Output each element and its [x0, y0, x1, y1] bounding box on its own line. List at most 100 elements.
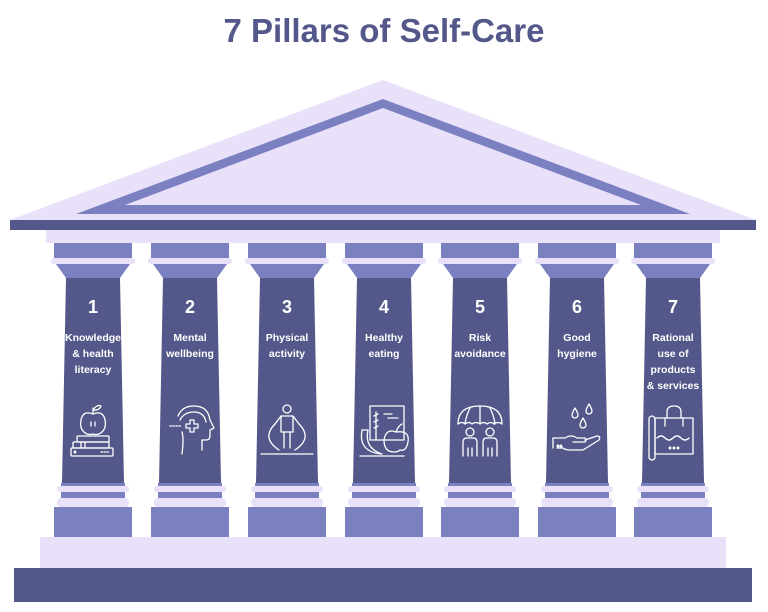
pillar-number: 4 [378, 297, 389, 317]
base-block [345, 507, 423, 537]
pillar-label: Physical activity [252, 330, 322, 362]
pillar-5 [438, 243, 522, 537]
capital-taper [250, 264, 324, 278]
base-band-mid [641, 492, 705, 498]
capital-taper [153, 264, 227, 278]
base-band-top [448, 483, 512, 486]
plinth [40, 537, 726, 568]
base-ring-upper [154, 486, 226, 492]
base-band-mid [448, 492, 512, 498]
pillar-label-line: wellbeing [166, 348, 214, 360]
pillar-shaft [256, 278, 318, 483]
base-band-top [352, 483, 416, 486]
base-ring-lower [444, 498, 516, 507]
base-block [248, 507, 326, 537]
capital-taper [443, 264, 517, 278]
shopping-bag-icon [643, 400, 703, 462]
pillar-label-line: hygiene [557, 348, 597, 360]
apple-books-icon [63, 400, 123, 462]
pillar-label: Good hygiene [542, 330, 612, 362]
base-ring-upper [57, 486, 129, 492]
pillar-label-line: Rational [652, 332, 694, 344]
pillar-label-line: literacy [74, 364, 112, 376]
capital-taper [347, 264, 421, 278]
pillar-shaft [449, 278, 511, 483]
pillar-1 [51, 243, 135, 537]
base-ring-lower [154, 498, 226, 507]
base-band-mid [61, 492, 125, 498]
architrave [46, 230, 720, 243]
base-block [441, 507, 519, 537]
pillar-shaft [642, 278, 704, 483]
umbrella-people-icon [450, 400, 510, 462]
capital-ring [535, 258, 619, 264]
pillar-label-line: avoidance [454, 348, 506, 360]
pillar-label-line: Good [563, 332, 591, 344]
capital-taper [540, 264, 614, 278]
pillar-2 [148, 243, 232, 537]
pillar-label-line: eating [368, 348, 400, 360]
pillar-number: 5 [474, 297, 485, 317]
pillar-number: 1 [87, 297, 98, 317]
base-band-mid [255, 492, 319, 498]
pillar-shaft [62, 278, 124, 483]
base-band-top [61, 483, 125, 486]
pillar-label-line: Mental [173, 332, 207, 344]
capital-ring [148, 258, 232, 264]
base-band-mid [158, 492, 222, 498]
pillar-label: Healthy eating [349, 330, 419, 362]
base-ring-lower [57, 498, 129, 507]
capital-ring [631, 258, 715, 264]
base-ring-upper [637, 486, 709, 492]
capital-ring [342, 258, 426, 264]
pillar-number: 6 [571, 297, 582, 317]
capital-taper [56, 264, 130, 278]
pillar-number: 3 [281, 297, 292, 317]
pillar-shaft [546, 278, 608, 483]
pillar-label: Knowledge & health literacy [58, 330, 128, 378]
pillar-4 [342, 243, 426, 537]
base-ring-upper [541, 486, 613, 492]
capital-block [634, 243, 712, 258]
pillar-label-line: Knowledge [64, 332, 121, 344]
capital-taper [636, 264, 710, 278]
pillar-label-line: activity [268, 348, 306, 360]
pillar-label-line: & services [646, 380, 700, 392]
base-band-mid [545, 492, 609, 498]
capital-block [151, 243, 229, 258]
pillar-label-line: Healthy [365, 332, 403, 344]
base-band-mid [352, 492, 416, 498]
capital-block [538, 243, 616, 258]
capital-ring [245, 258, 329, 264]
pillar-label-line: Physical [265, 332, 309, 344]
capital-block [441, 243, 519, 258]
pillar-6 [535, 243, 619, 537]
capital-block [345, 243, 423, 258]
base-ring-upper [251, 486, 323, 492]
base-block [634, 507, 712, 537]
pillar-3 [245, 243, 329, 537]
pillar-label-line: & health [72, 348, 114, 360]
page-title: 7 Pillars of Self-Care [223, 12, 545, 49]
capital-block [54, 243, 132, 258]
hand-water-drops-icon [547, 400, 607, 462]
fruit-grain-icon [354, 400, 414, 462]
pillar-label-line: products [650, 364, 696, 376]
base-block [54, 507, 132, 537]
base-band-top [545, 483, 609, 486]
pillar-number: 7 [667, 297, 678, 317]
pillar-label: Mental wellbeing [155, 330, 225, 362]
base-ring-upper [348, 486, 420, 492]
base-block [538, 507, 616, 537]
pillar-shaft [159, 278, 221, 483]
capital-block [248, 243, 326, 258]
roof-inner-field [125, 108, 641, 205]
base-band-top [158, 483, 222, 486]
capital-ring [51, 258, 135, 264]
base-ring-upper [444, 486, 516, 492]
base-band-top [255, 483, 319, 486]
base-ring-lower [637, 498, 709, 507]
